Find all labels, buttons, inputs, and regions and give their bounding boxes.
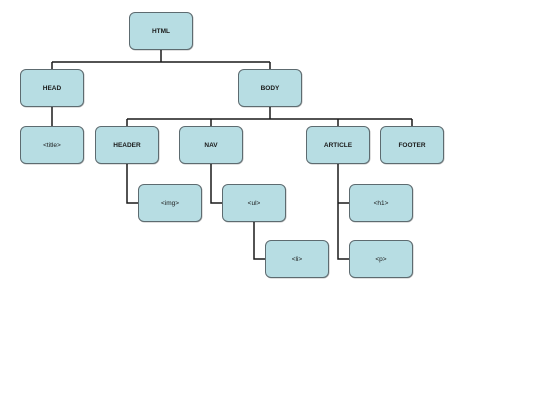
- node-head: HEAD: [20, 69, 84, 107]
- node-p-tag: <p>: [349, 240, 413, 278]
- node-title-tag: <title>: [20, 126, 84, 164]
- node-header: HEADER: [95, 126, 159, 164]
- connector-ul-li: [253, 221, 265, 260]
- node-footer: FOOTER: [380, 126, 444, 164]
- node-ul-tag: <ul>: [222, 184, 286, 222]
- node-li-tag: <li>: [265, 240, 329, 278]
- connector-article-h1-p: [337, 164, 349, 260]
- node-h1-tag: <h1>: [349, 184, 413, 222]
- node-body: BODY: [238, 69, 302, 107]
- node-html: HTML: [129, 12, 193, 50]
- connector-body-children: [126, 107, 413, 126]
- connector-html-children: [51, 50, 271, 69]
- connector-nav-ul: [210, 164, 222, 204]
- connector-header-img: [126, 164, 138, 204]
- node-article: ARTICLE: [306, 126, 370, 164]
- node-img-tag: <img>: [138, 184, 202, 222]
- node-nav: NAV: [179, 126, 243, 164]
